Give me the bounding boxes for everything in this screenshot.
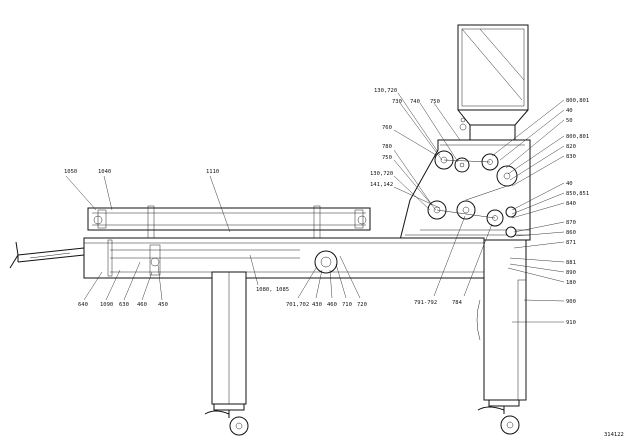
callout-820: 820 (566, 144, 576, 150)
callout-791: 791-792 (414, 300, 437, 306)
callout-840: 840 (566, 201, 576, 207)
sheeter-housing (399, 139, 531, 241)
callout-871: 871 (566, 240, 576, 246)
callout-710: 710 (342, 302, 352, 308)
callout-870: 870 (566, 220, 576, 226)
caster-right (477, 399, 520, 435)
leader-lines (65, 92, 565, 323)
callout-50: 50 (566, 118, 573, 124)
callout-750-mid: 750 (382, 155, 392, 161)
hopper (457, 24, 529, 140)
callout-460-center: 460 (327, 302, 337, 308)
callout-780: 780 (382, 144, 392, 150)
callout-141-142: 141,142 (370, 182, 393, 188)
callout-740: 740 (410, 99, 420, 105)
callout-750-top: 750 (430, 99, 440, 105)
callout-881: 881 (566, 260, 576, 266)
callout-830: 830 (566, 154, 576, 160)
callout-890: 890 (566, 270, 576, 276)
callout-430: 430 (312, 302, 322, 308)
callout-130-720-top: 130,720 (374, 88, 397, 94)
callout-1050: 1050 (64, 169, 77, 175)
left-extension (9, 241, 85, 269)
callout-900: 900 (566, 299, 576, 305)
callout-1040: 1040 (98, 169, 111, 175)
right-pedestal (476, 239, 527, 401)
callout-40-top: 40 (566, 108, 573, 114)
callout-labels: 1050 1040 1110 640 1090 630 460 450 1080… (64, 88, 624, 438)
callout-860: 860 (566, 230, 576, 236)
callout-460-left: 460 (137, 302, 147, 308)
callout-40-mid: 40 (566, 181, 573, 187)
callout-760: 760 (382, 125, 392, 131)
callout-1080: 1080, 1085 (256, 287, 289, 293)
callout-784: 784 (452, 300, 463, 306)
caster-left (204, 403, 249, 436)
callout-730: 730 (392, 99, 402, 105)
callout-800-801-mid: 800,801 (566, 134, 589, 140)
callout-800-801-top: 800,801 (566, 98, 589, 104)
callout-1090: 1090 (100, 302, 113, 308)
callout-1110: 1110 (206, 169, 219, 175)
callout-450: 450 (158, 302, 168, 308)
callout-130-720-mid: 130,720 (370, 171, 393, 177)
conveyor-table (87, 205, 371, 241)
callout-850-851: 850,851 (566, 191, 589, 197)
callout-180: 180 (566, 280, 576, 286)
drawing-number: 314122 (604, 432, 624, 438)
callout-630: 630 (119, 302, 129, 308)
callout-720: 720 (357, 302, 367, 308)
callout-640: 640 (78, 302, 88, 308)
main-frame (83, 237, 485, 279)
callout-910: 910 (566, 320, 576, 326)
left-leg (211, 271, 247, 405)
callout-701: 701,702 (286, 302, 309, 308)
